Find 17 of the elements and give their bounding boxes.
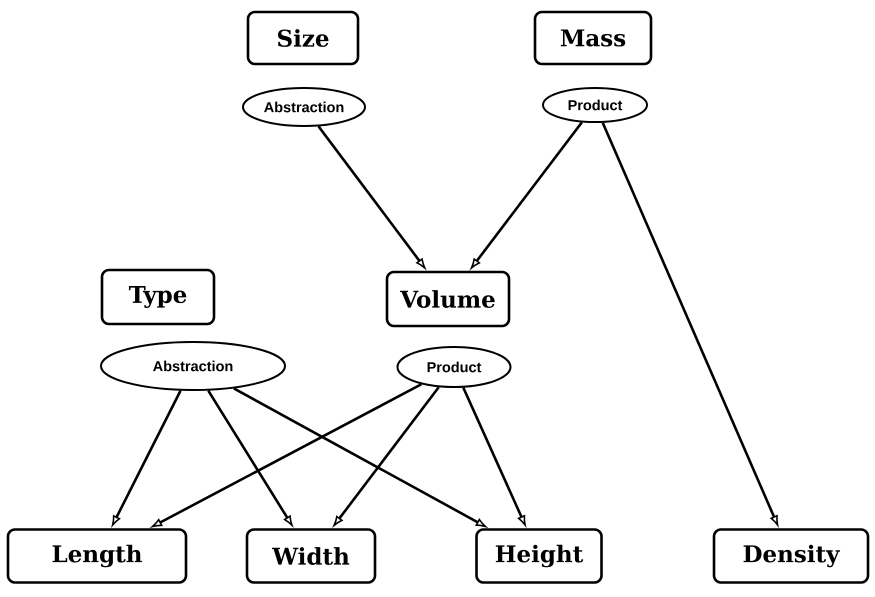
concept-box: Length [6, 528, 188, 584]
arrow [112, 390, 182, 526]
arrow [233, 387, 486, 528]
arrow [152, 383, 422, 528]
arrow [602, 122, 778, 526]
arrow [333, 386, 440, 526]
arrow [207, 390, 293, 526]
concept-box: Mass [534, 10, 652, 66]
concept-box: Width [246, 528, 376, 584]
arrow [318, 126, 426, 269]
concept-box: Height [475, 528, 603, 584]
arrow [462, 387, 526, 526]
concept-box: Type [100, 268, 216, 326]
concept-box: Volume [386, 270, 510, 328]
arrow [470, 122, 583, 269]
concept-box: Density [712, 528, 870, 584]
concept-box: Size [246, 10, 360, 66]
